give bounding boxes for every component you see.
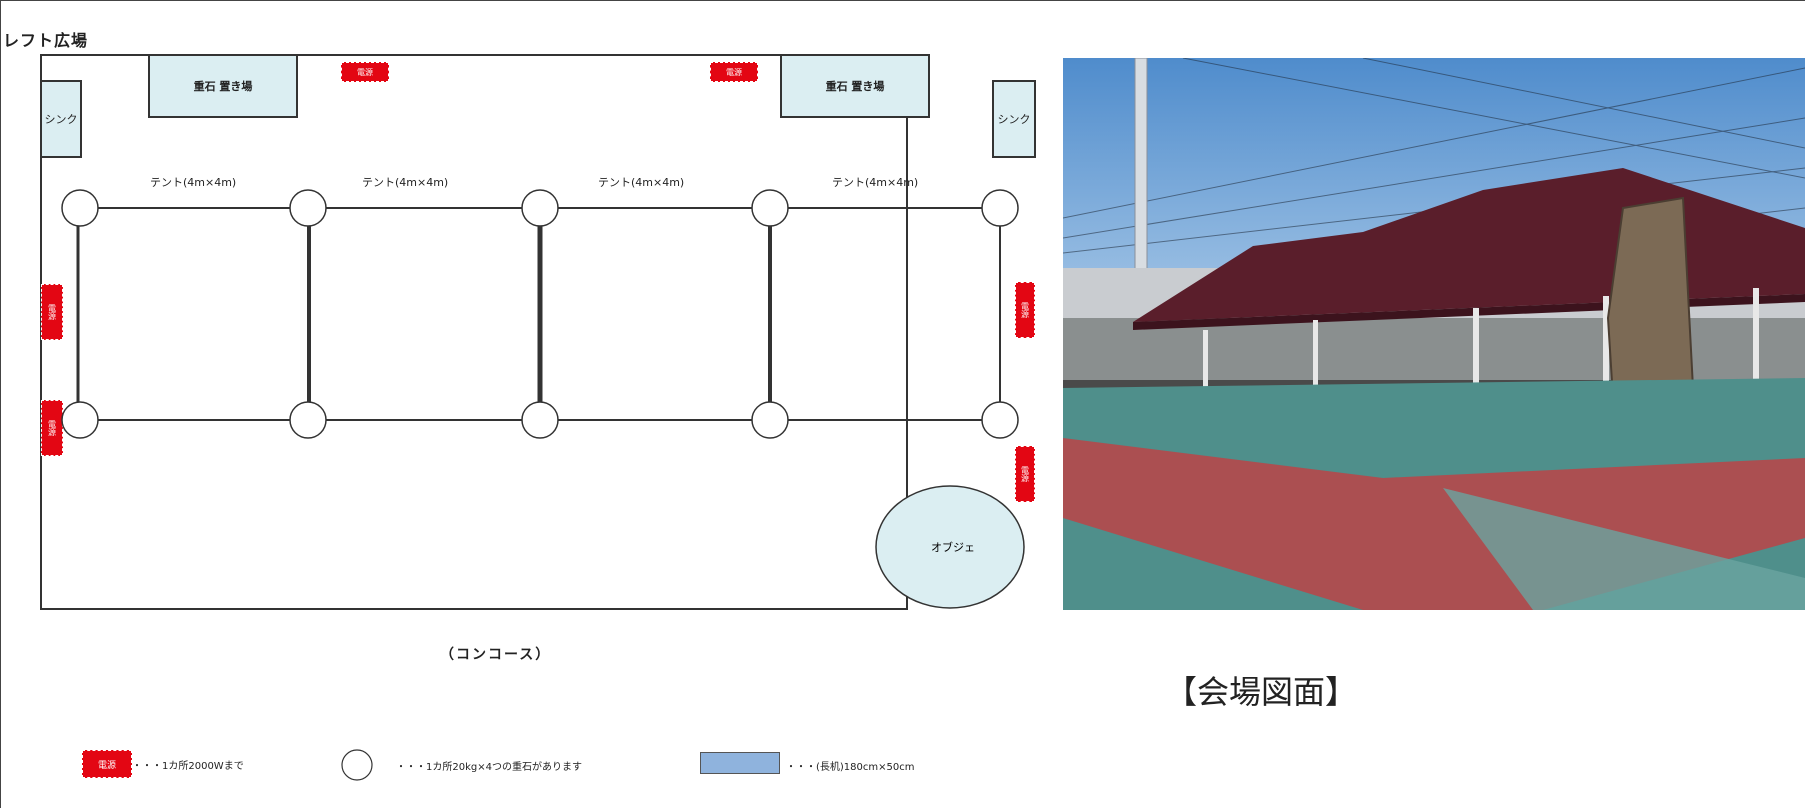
weight-storage-area-right: 重石 置き場: [780, 54, 930, 118]
weight-storage-label: 重石 置き場: [825, 80, 885, 93]
power-label: 電源: [726, 67, 742, 77]
weight-circle: [751, 189, 789, 227]
tent-layout: オブジェ: [61, 189, 1025, 609]
weight-circle: [521, 401, 559, 439]
power-outlet-left-upper: 電源: [41, 284, 63, 340]
power-outlet-right-upper: 電源: [1015, 282, 1035, 338]
venue-photo: [1063, 58, 1805, 610]
power-label: 電源: [47, 304, 57, 320]
tent-label-1: テント(4m×4m): [150, 176, 237, 189]
legend-table-text: ・・・(長机)180cm×50cm: [786, 762, 915, 773]
sink-right: シンク: [992, 80, 1036, 158]
weight-circle: [981, 401, 1019, 439]
floor-plan: [40, 54, 908, 610]
objet-label: オブジェ: [931, 540, 975, 554]
sink-label: シンク: [997, 113, 1031, 126]
power-label: 電源: [357, 67, 373, 77]
legend-circle-text: ・・・1カ所20kg×4つの重石があります: [396, 762, 582, 773]
power-outlet-right-lower: 電源: [1015, 446, 1035, 502]
weight-circle: [61, 189, 99, 227]
weight-circle: [289, 189, 327, 227]
venue-map-caption: 【会場図面】: [1165, 673, 1358, 711]
weight-circle: [521, 189, 559, 227]
sink-left: シンク: [40, 80, 82, 158]
legend-circle-icon: [341, 749, 373, 781]
weight-storage-label: 重石 置き場: [193, 80, 253, 93]
power-label: 電源: [1020, 302, 1030, 318]
tent-label-4: テント(4m×4m): [832, 176, 919, 189]
power-outlet-top-left: 電源: [341, 62, 389, 82]
power-outlet-top-right: 電源: [710, 62, 758, 82]
weight-circle: [981, 189, 1019, 227]
weight-circle: [751, 401, 789, 439]
legend-table-swatch: [700, 752, 780, 774]
power-label: 電源: [97, 760, 116, 771]
weight-storage-area-left: 重石 置き場: [148, 54, 298, 118]
weight-circle: [289, 401, 327, 439]
venue-photo-illustration: [1063, 58, 1805, 610]
objet-ellipse: [875, 485, 1025, 609]
power-outlet-left-lower: 電源: [41, 400, 63, 456]
sink-label: シンク: [44, 113, 78, 126]
concourse-label: （コンコース）: [440, 647, 552, 663]
legend-power-swatch: 電源: [82, 750, 132, 778]
power-label: 電源: [1020, 466, 1030, 482]
tent-label-2: テント(4m×4m): [362, 176, 449, 189]
power-label: 電源: [47, 420, 57, 436]
weight-circle: [61, 401, 99, 439]
page-title: レフト広場: [3, 31, 89, 50]
tent-label-3: テント(4m×4m): [598, 176, 685, 189]
legend-power-text: ・・・1カ所2000Wまで: [132, 761, 244, 772]
